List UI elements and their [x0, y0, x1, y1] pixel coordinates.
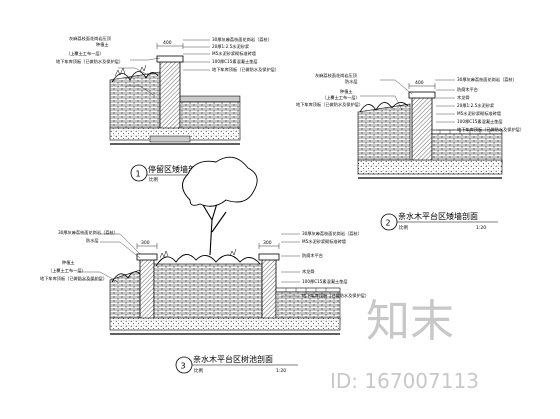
section-2-label-left-5: 地下车库顶板（已做防水及保护层） [296, 101, 363, 108]
watermark: 知末 ID: 167007113 [330, 296, 479, 393]
section-1-number: 1 [136, 170, 141, 179]
section-2-label-right-5: M5水泥砂浆砌标准砖墙 [457, 110, 501, 117]
section-2-label-left-4: （上覆土工布一层） [322, 94, 360, 101]
section-2-label-right-6: 100厚C15素混凝土垫层 [457, 118, 503, 125]
section-3-label-left-3: 种植土 [62, 259, 75, 266]
watermark-id: ID: 167007113 [330, 369, 479, 393]
section-3-label-right-6: 地下车库顶板（已做防水及保护层） [302, 292, 369, 299]
section-3-dimension-right: 300 [263, 240, 272, 246]
watermark-brand: 知末 [366, 296, 454, 347]
section-3-label-right-1: 30厚灰麻荔枝面花岗岩（荔枝） [302, 230, 362, 237]
section-3-label-right-2: M5水泥砂浆砌标准砖墙 [302, 238, 346, 245]
section-1-title: 停留区矮墙剖面 [148, 164, 204, 174]
section-1-label-left-3: （上覆土工布一层） [66, 50, 104, 57]
section-2-label-right-3: 木龙骨 [457, 94, 470, 101]
section-2-label-right-7: 地下车库顶板（已做防水及保护层） [457, 126, 524, 133]
section-1-label-left-4: 地下车库顶板（已做防水及保护层） [56, 58, 123, 65]
section-1-label-right-2: 20厚1:2.5水泥砂浆 [212, 43, 250, 50]
section-2-label-left-2: 防水层 [345, 78, 358, 85]
section-2-label-left-1: 灰麻荔枝面花岗岩压顶 [315, 72, 358, 79]
section-2-scale-label: 比例 [399, 224, 408, 231]
section-1-dimension: 400 [163, 40, 172, 46]
section-1-label-right-3: M5水泥砂浆砌标准砖墙 [212, 50, 256, 57]
section-3-title: 亲水木平台区树池剖面 [193, 354, 273, 364]
section-1-label-right-5: 地下车库顶板（已做防水及保护层） [212, 66, 279, 73]
section-2-label-right-4: 20厚1:2.5水泥砂浆 [457, 102, 495, 109]
section-3-label-left-1: 30厚灰麻荔枝面花岗岩（荔枝） [58, 229, 118, 236]
section-2-scale-value: 1:20 [476, 225, 486, 231]
section-2-number: 2 [386, 219, 391, 228]
section-3-label-right-4: 木龙骨 [302, 268, 315, 275]
section-3-label-right-3: 防腐木平台 [302, 252, 323, 259]
section-2-label-left-3: 种植土 [340, 88, 353, 95]
section-3-label-right-5: 100厚C15素混凝土垫层 [302, 278, 348, 285]
section-3-label-left-4: （上覆土工布一层） [48, 267, 86, 274]
section-1-label-right-4: 100厚C15素混凝土垫层 [212, 58, 258, 65]
section-3-drawing: 300 300 30厚灰麻荔枝面花岗岩（荔枝） 防水层 种植土 （上覆土工布一层… [40, 156, 369, 374]
section-3-scale-value: 1:20 [276, 368, 286, 374]
section-3-dimension-left: 300 [141, 240, 150, 246]
section-2-label-right-2: 防腐木平台 [457, 86, 478, 93]
section-3-label-left-5: 地下车库顶板（已做防水及保护层） [40, 275, 107, 282]
section-3-label-left-2: 防水层 [86, 237, 99, 244]
section-1-scale-label: 比例 [149, 176, 158, 183]
section-1-label-right-1: 30厚灰麻荔枝面花岗岩（荔枝） [212, 36, 272, 43]
section-1-drawing: 400 灰麻荔枝面花岗岩压顶 种植土 （上覆土工布一层） 地下车库顶板（已做防水… [56, 35, 279, 183]
section-2-label-right-1: 30厚灰麻荔枝面花岗岩（荔枝） [457, 76, 517, 83]
section-3-number: 3 [181, 362, 186, 371]
section-3-scale-label: 比例 [194, 367, 203, 374]
section-1-label-left-2: 种植土 [96, 41, 109, 48]
section-2-title: 亲水木平台区矮墙剖面 [398, 211, 478, 221]
section-1-number-circle [130, 164, 148, 182]
section-2-dimension: 400 [415, 80, 424, 86]
section-2-drawing: 400 灰麻荔枝面花岗岩压顶 防水层 种植土 （上覆土工布一层） 地下车库顶板（… [296, 72, 524, 231]
section-1-label-left-1: 灰麻荔枝面花岗岩压顶 [69, 35, 112, 42]
